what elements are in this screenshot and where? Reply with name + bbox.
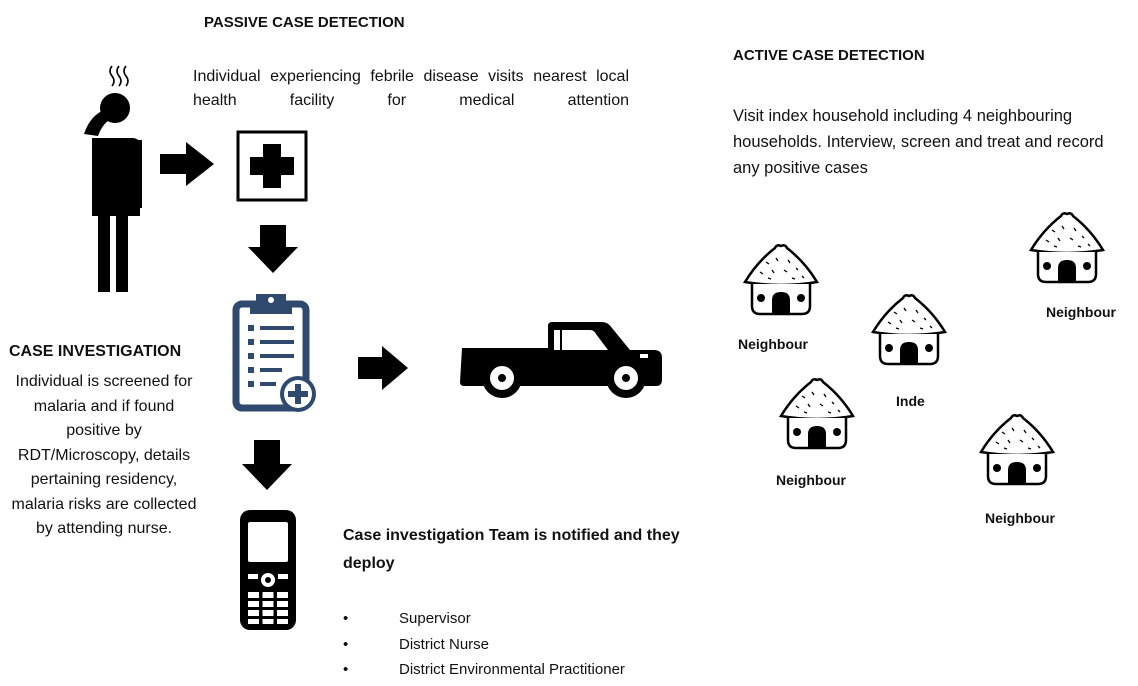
list-item: • District Nurse bbox=[343, 632, 625, 658]
active-detection-description: Visit index household including 4 neighb… bbox=[733, 107, 1104, 177]
team-member-label: District Nurse bbox=[399, 635, 490, 653]
arrow-icon bbox=[358, 346, 408, 390]
case-investigation-description: Individual is screened for malaria and i… bbox=[11, 373, 197, 537]
neighbour-label: Neighbour bbox=[1046, 304, 1116, 320]
arrow-icon bbox=[248, 225, 298, 273]
thatched-hut-icon bbox=[978, 414, 1056, 486]
passive-detection-description: Individual experiencing febrile disease … bbox=[193, 68, 629, 109]
case-investigation-heading: CASE INVESTIGATION bbox=[9, 343, 182, 360]
bullet-icon: • bbox=[343, 610, 349, 627]
arrow-icon bbox=[160, 142, 214, 186]
neighbour-label: Neighbour bbox=[985, 510, 1055, 526]
list-item: • Supervisor bbox=[343, 606, 625, 632]
active-detection-heading: ACTIVE CASE DETECTION bbox=[733, 47, 925, 64]
list-item: • District Environmental Practitioner bbox=[343, 657, 625, 683]
index-household-label: Inde bbox=[896, 393, 925, 409]
arrow-icon bbox=[242, 440, 292, 490]
person-headache-icon bbox=[84, 65, 142, 292]
team-member-list: • Supervisor • District Nurse • District En… bbox=[343, 606, 625, 683]
team-notified-title: Case investigation Team is notified and … bbox=[343, 527, 680, 572]
health-facility-cross-icon bbox=[236, 130, 308, 202]
team-member-label: Supervisor bbox=[399, 610, 471, 627]
clipboard-add-icon bbox=[232, 294, 316, 412]
mobile-phone-icon bbox=[240, 510, 296, 630]
neighbour-label: Neighbour bbox=[738, 336, 808, 352]
thatched-hut-icon bbox=[778, 378, 856, 450]
pickup-truck-icon bbox=[460, 322, 662, 398]
bullet-icon: • bbox=[343, 635, 349, 653]
thatched-hut-icon bbox=[742, 244, 820, 316]
bullet-icon: • bbox=[343, 661, 349, 678]
thatched-hut-icon bbox=[870, 294, 948, 366]
passive-detection-heading: PASSIVE CASE DETECTION bbox=[204, 14, 405, 31]
neighbour-label: Neighbour bbox=[776, 472, 846, 488]
team-member-label: District Environmental Practitioner bbox=[399, 661, 625, 678]
thatched-hut-icon bbox=[1028, 212, 1106, 284]
